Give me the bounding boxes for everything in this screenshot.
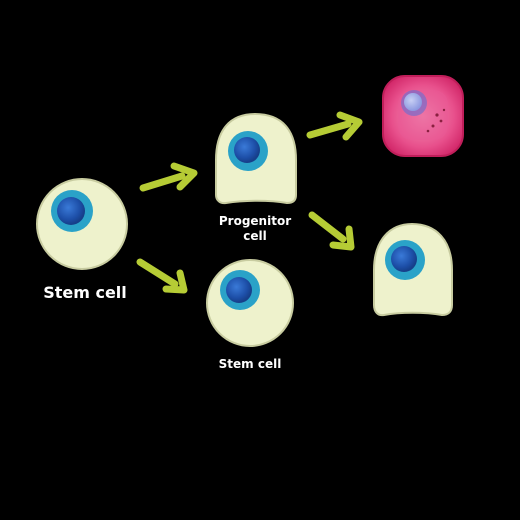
specialized-cell-granule bbox=[426, 129, 430, 133]
stem-cell-left-nucleus bbox=[57, 197, 85, 225]
stem-cell-left-label: Stem cell bbox=[43, 283, 127, 302]
progenitor-cell-label: Progenitor cell bbox=[200, 214, 310, 244]
specialized-cell-granule bbox=[431, 124, 435, 128]
stem-cell-left bbox=[36, 178, 128, 270]
arrow-stem-to-stem bbox=[136, 258, 188, 294]
specialized-cell-granule bbox=[435, 113, 439, 117]
specialized-cell bbox=[382, 75, 464, 157]
differentiated-cell-nucleus bbox=[391, 246, 417, 272]
stem-cell-bottom bbox=[206, 259, 294, 347]
progenitor-cell bbox=[215, 112, 297, 205]
differentiated-cell bbox=[373, 222, 453, 317]
arrow-stem-to-progenitor bbox=[139, 162, 198, 192]
stem-cell-bottom-nucleus bbox=[226, 277, 252, 303]
specialized-cell-granule bbox=[442, 108, 446, 112]
stem-cell-bottom-label: Stem cell bbox=[218, 357, 282, 371]
specialized-cell-nucleus bbox=[404, 93, 422, 111]
specialized-cell-granule bbox=[439, 119, 443, 123]
progenitor-cell-nucleus bbox=[234, 137, 260, 163]
progenitor-label-line2: cell bbox=[243, 229, 267, 243]
progenitor-label-line1: Progenitor bbox=[218, 214, 292, 228]
arrow-progenitor-to-specialized bbox=[306, 111, 363, 141]
arrow-progenitor-to-differentiated bbox=[308, 211, 355, 251]
